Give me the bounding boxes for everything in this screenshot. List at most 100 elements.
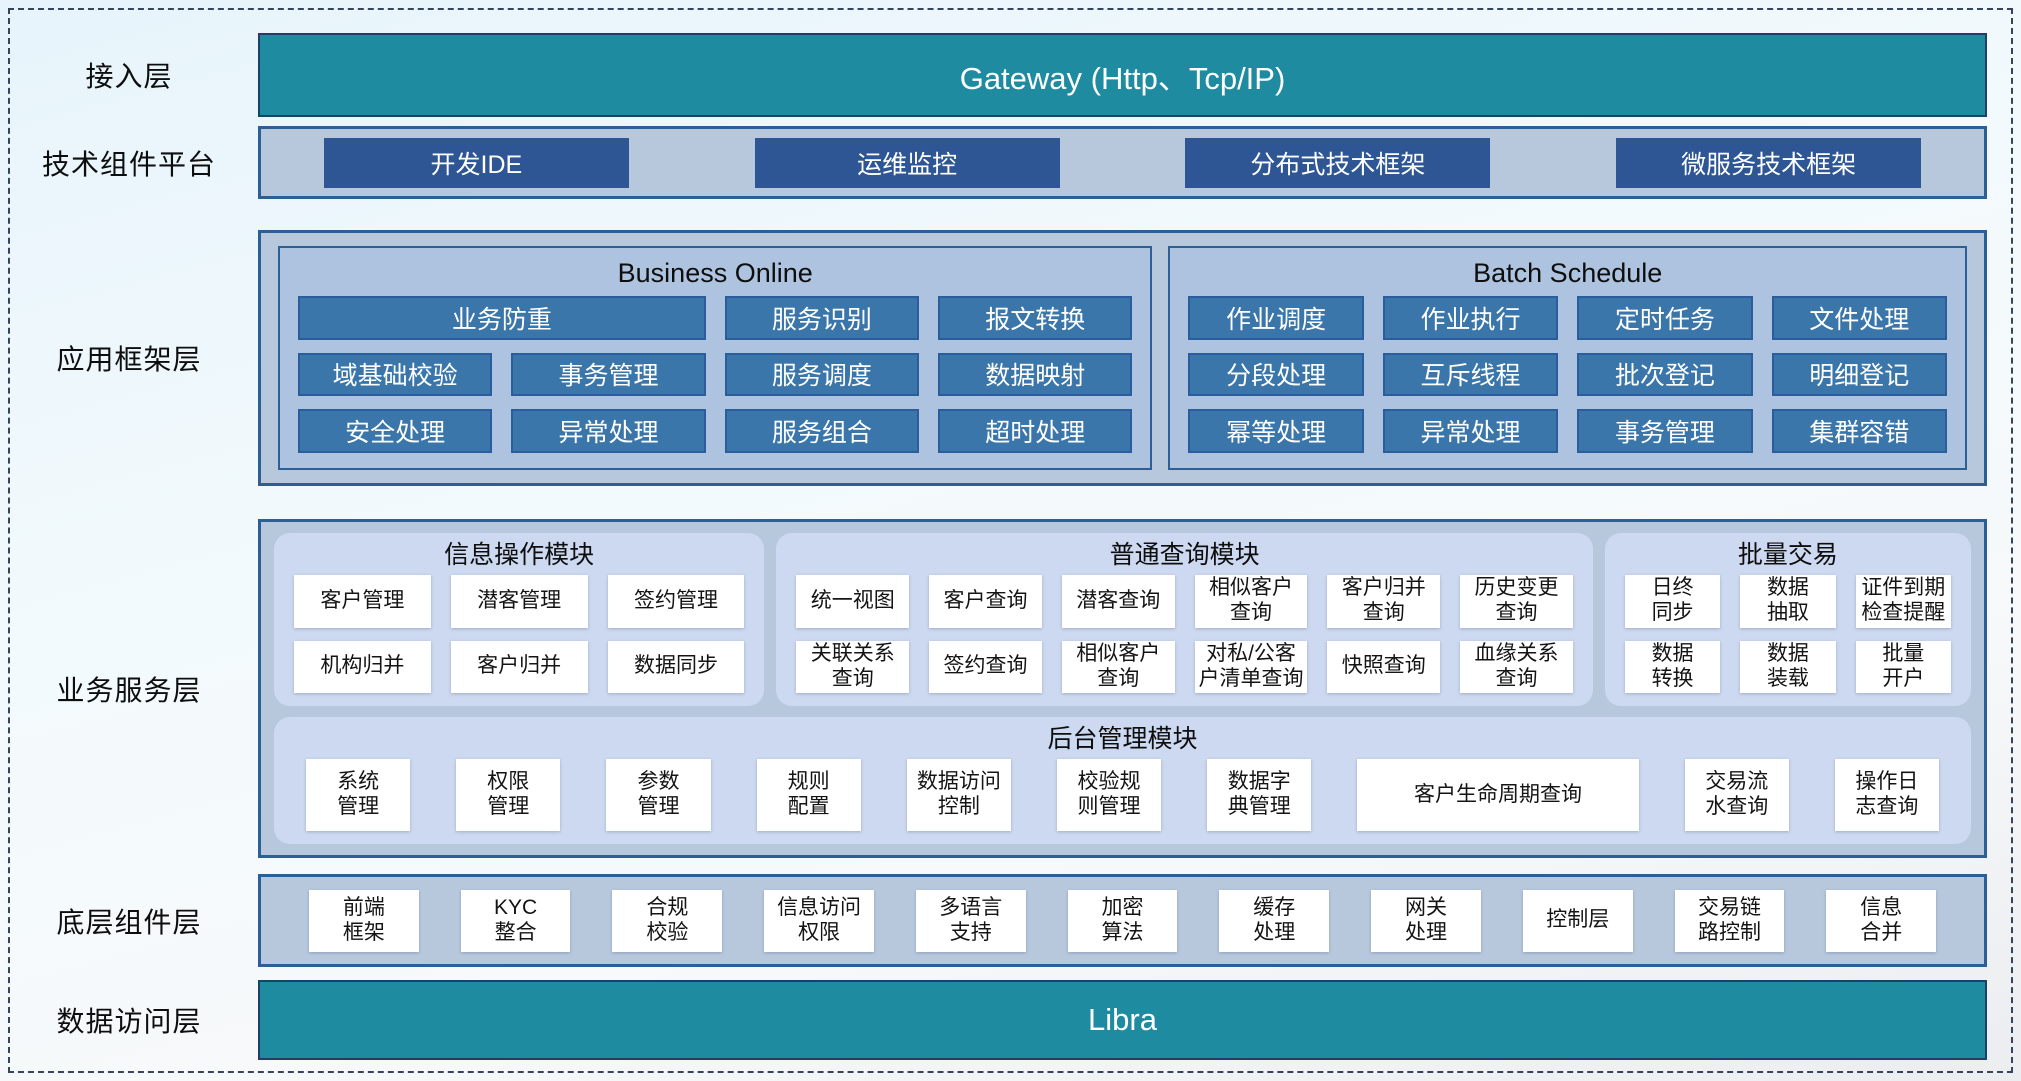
framework-button: 互斥线程 bbox=[1382, 352, 1559, 397]
framework-button: 业务防重 bbox=[298, 296, 706, 340]
framework-button: 异常处理 bbox=[1382, 409, 1559, 453]
framework-button: 事务管理 bbox=[1577, 409, 1753, 453]
layer-label-business-service: 业务服务层 bbox=[56, 674, 202, 706]
tech-button: 运维监控 bbox=[754, 137, 1060, 188]
framework-button: 服务识别 bbox=[724, 296, 920, 340]
base-component-button: 多语言 支持 bbox=[915, 889, 1026, 952]
service-module-button: 客户归并 bbox=[450, 640, 588, 693]
admin-module-button: 规则 配置 bbox=[756, 759, 861, 831]
admin-module-button: 系统 管理 bbox=[306, 759, 411, 831]
service-module-grid: 数据 转换数据 装载批量 开户 bbox=[1624, 640, 1951, 693]
service-module-grid: 机构归并客户归并数据同步 bbox=[294, 640, 745, 693]
layer-label-base-components: 底层组件层 bbox=[56, 906, 202, 938]
service-module-button: 数据 转换 bbox=[1624, 640, 1721, 693]
libra-bar: Libra bbox=[258, 980, 1987, 1060]
service-module-panel: 批量交易日终 同步数据 抽取证件到期 检查提醒数据 转换数据 装载批量 开户 bbox=[1604, 533, 1971, 706]
service-module-rows: 日终 同步数据 抽取证件到期 检查提醒数据 转换数据 装载批量 开户 bbox=[1624, 575, 1951, 693]
service-module-button: 关联关系 查询 bbox=[796, 640, 910, 693]
layer-row-data-access: 数据访问层 Libra bbox=[0, 980, 1987, 1060]
gateway-bar: Gateway (Http、Tcp/IP) bbox=[258, 33, 1987, 117]
service-module-button: 相似客户 查询 bbox=[1061, 640, 1175, 693]
service-module-grid: 关联关系 查询签约查询相似客户 查询对私/公客 户清单查询快照查询血缘关系 查询 bbox=[796, 640, 1573, 693]
service-module-panel: 信息操作模块客户管理潜客管理签约管理机构归并客户归并数据同步 bbox=[274, 533, 765, 706]
framework-button: 作业执行 bbox=[1382, 296, 1559, 340]
base-component-button: KYC 整合 bbox=[460, 889, 571, 952]
framework-panel-title: Business Online bbox=[617, 258, 813, 288]
framework-button: 服务组合 bbox=[724, 409, 920, 453]
base-component-button: 合规 校验 bbox=[612, 889, 723, 952]
admin-module-button: 数据访问 控制 bbox=[906, 759, 1011, 831]
framework-button: 报文转换 bbox=[938, 296, 1133, 340]
admin-module-button: 参数 管理 bbox=[606, 759, 711, 831]
framework-button: 服务调度 bbox=[724, 352, 920, 397]
service-module-button: 数据 装载 bbox=[1740, 640, 1836, 693]
base-component-button: 前端 框架 bbox=[309, 889, 419, 952]
business-service-container: 信息操作模块客户管理潜客管理签约管理机构归并客户归并数据同步普通查询模块统一视图… bbox=[258, 519, 1987, 858]
service-module-button: 潜客管理 bbox=[450, 575, 588, 628]
framework-button-grid: 业务防重服务识别报文转换域基础校验事务管理服务调度数据映射安全处理异常处理服务组… bbox=[298, 296, 1133, 453]
framework-button: 事务管理 bbox=[511, 352, 706, 397]
admin-module-button: 数据字 典管理 bbox=[1207, 759, 1312, 831]
service-module-button: 数据同步 bbox=[607, 640, 745, 693]
tech-button: 开发IDE bbox=[323, 137, 629, 188]
framework-button: 明细登记 bbox=[1771, 352, 1947, 397]
service-module-title: 信息操作模块 bbox=[444, 541, 595, 569]
service-module-grid: 日终 同步数据 抽取证件到期 检查提醒 bbox=[1624, 575, 1951, 628]
layer-row-access: 接入层 Gateway (Http、Tcp/IP) bbox=[0, 33, 1987, 117]
framework-button: 集群容错 bbox=[1771, 409, 1947, 453]
tech-button: 微服务技术框架 bbox=[1616, 137, 1922, 188]
layer-label-app-framework: 应用框架层 bbox=[56, 344, 202, 375]
layer-label-data-access: 数据访问层 bbox=[56, 1006, 202, 1037]
service-module-rows: 客户管理潜客管理签约管理机构归并客户归并数据同步 bbox=[294, 575, 745, 693]
framework-panel: Business Online 业务防重服务识别报文转换域基础校验事务管理服务调度… bbox=[278, 246, 1153, 470]
admin-module-title: 后台管理模块 bbox=[1047, 725, 1198, 753]
service-module-grid: 统一视图客户查询潜客查询相似客户 查询客户归并 查询历史变更 查询 bbox=[796, 575, 1573, 628]
base-component-button: 控制层 bbox=[1522, 889, 1633, 952]
framework-button: 域基础校验 bbox=[298, 352, 493, 397]
service-module-button: 客户归并 查询 bbox=[1327, 575, 1441, 628]
base-component-button: 加密 算法 bbox=[1067, 889, 1178, 952]
service-module-button: 签约查询 bbox=[929, 640, 1042, 693]
service-module-button: 对私/公客 户清单查询 bbox=[1194, 640, 1308, 693]
service-module-button: 客户查询 bbox=[929, 575, 1042, 628]
service-module-button: 客户管理 bbox=[294, 575, 431, 628]
framework-button-grid: 作业调度作业执行定时任务文件处理分段处理互斥线程批次登记明细登记幂等处理异常处理… bbox=[1188, 296, 1947, 453]
base-component-button: 缓存 处理 bbox=[1219, 889, 1330, 952]
framework-button: 文件处理 bbox=[1771, 296, 1947, 340]
admin-buttons-row: 系统 管理权限 管理参数 管理规则 配置数据访问 控制校验规 则管理数据字 典管… bbox=[306, 759, 1939, 831]
admin-module-panel: 后台管理模块 系统 管理权限 管理参数 管理规则 配置数据访问 控制校验规 则管… bbox=[274, 717, 1971, 844]
service-module-button: 快照查询 bbox=[1327, 640, 1441, 693]
service-module-title: 批量交易 bbox=[1737, 541, 1838, 569]
framework-button: 批次登记 bbox=[1577, 352, 1753, 397]
service-module-button: 历史变更 查询 bbox=[1460, 575, 1573, 628]
admin-module-button: 交易流 水查询 bbox=[1684, 759, 1789, 831]
layer-row-base-components: 底层组件层 前端 框架 KYC 整合合规 校验信息访问 权限多语言 支持加密 算法… bbox=[0, 874, 1987, 967]
service-module-title: 普通查询模块 bbox=[1109, 541, 1260, 569]
business-modules-row: 信息操作模块客户管理潜客管理签约管理机构归并客户归并数据同步普通查询模块统一视图… bbox=[274, 533, 1971, 706]
service-module-button: 证件到期 检查提醒 bbox=[1855, 575, 1951, 628]
service-module-button: 相似客户 查询 bbox=[1194, 575, 1308, 628]
service-module-button: 潜客查询 bbox=[1061, 575, 1175, 628]
framework-button: 超时处理 bbox=[938, 409, 1133, 453]
service-module-button: 血缘关系 查询 bbox=[1460, 640, 1573, 693]
admin-module-button: 权限 管理 bbox=[456, 759, 561, 831]
service-module-button: 签约管理 bbox=[607, 575, 745, 628]
layer-row-business-service: 业务服务层 信息操作模块客户管理潜客管理签约管理机构归并客户归并数据同步普通查询… bbox=[0, 519, 1987, 858]
framework-button: 幂等处理 bbox=[1188, 409, 1364, 453]
admin-module-button: 客户生命周期查询 bbox=[1357, 759, 1639, 831]
framework-button: 分段处理 bbox=[1188, 352, 1364, 397]
framework-button: 作业调度 bbox=[1188, 296, 1364, 340]
base-component-button: 信息 合并 bbox=[1826, 889, 1937, 952]
service-module-button: 批量 开户 bbox=[1855, 640, 1951, 693]
base-component-button: 交易链 路控制 bbox=[1674, 889, 1785, 952]
service-module-rows: 统一视图客户查询潜客查询相似客户 查询客户归并 查询历史变更 查询关联关系 查询… bbox=[796, 575, 1573, 693]
base-component-button: 信息访问 权限 bbox=[764, 889, 874, 952]
service-module-panel: 普通查询模块统一视图客户查询潜客查询相似客户 查询客户归并 查询历史变更 查询关… bbox=[776, 533, 1593, 706]
